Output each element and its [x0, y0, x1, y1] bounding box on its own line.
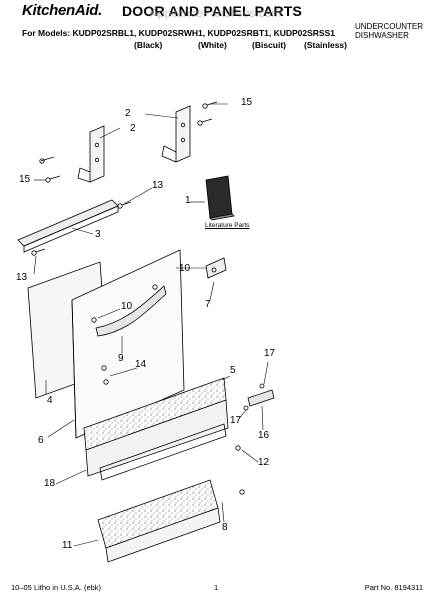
footer-litho: 10–05 Litho in U.S.A. (ebk)	[11, 583, 102, 592]
callout-8: 8	[222, 522, 228, 533]
watermark: AppliancePartsPros.com	[150, 6, 282, 20]
product-type-line1: UNDERCOUNTER	[355, 22, 423, 31]
footer-page-number: 1	[214, 583, 219, 592]
product-type-line2: DISHWASHER	[355, 31, 409, 40]
door-handle	[91, 284, 167, 337]
callout-15-left: 15	[19, 174, 31, 185]
right-hinge-bracket	[161, 105, 191, 163]
panel-clip	[205, 257, 227, 279]
callout-16: 16	[258, 430, 270, 441]
callout-17-top: 17	[264, 348, 276, 359]
callout-4: 4	[47, 395, 53, 406]
brand-logo: KitchenAid.	[22, 2, 103, 19]
handle-screws	[101, 365, 109, 385]
left-hinge-bracket	[77, 125, 105, 183]
literature-parts	[205, 175, 235, 221]
callout-13-top: 13	[152, 180, 164, 191]
models-line: For Models: KUDP02SRBL1, KUDP02SRWH1, KU…	[22, 28, 336, 38]
side-bracket	[243, 383, 275, 411]
callout-13-left: 13	[16, 272, 28, 283]
top-panel-strip	[17, 199, 119, 253]
kickplate-screws	[235, 445, 245, 495]
kickplate	[97, 479, 221, 563]
footer-part-number: Part No. 8194311	[364, 583, 423, 592]
product-type: UNDERCOUNTER DISHWASHER	[355, 22, 423, 40]
callout-11: 11	[62, 540, 73, 551]
toe-panel	[83, 377, 229, 481]
callout-2-right: 2	[125, 108, 131, 119]
callout-10-left: 10	[121, 301, 133, 312]
callout-7: 7	[205, 299, 211, 310]
callout-12: 12	[258, 457, 270, 468]
hinge-screws	[31, 101, 218, 256]
callout-17-bottom: 17	[230, 415, 242, 426]
literature-parts-label: Literature Parts	[205, 222, 250, 229]
color-biscuit: (Biscuit)	[252, 40, 286, 50]
callout-10-right: 10	[179, 263, 191, 274]
callout-18: 18	[44, 478, 56, 489]
color-white: (White)	[198, 40, 227, 50]
callout-9: 9	[118, 353, 124, 364]
callout-6: 6	[38, 435, 44, 446]
callout-3: 3	[95, 229, 101, 240]
color-black: (Black)	[134, 40, 163, 50]
callout-1: 1	[185, 195, 191, 206]
leader-lines	[33, 103, 269, 547]
callout-14: 14	[135, 359, 147, 370]
callout-5: 5	[230, 365, 236, 376]
callout-2-left: 2	[130, 123, 136, 134]
page-title: DOOR AND PANEL PARTS	[122, 3, 303, 19]
callout-15-top: 15	[241, 97, 253, 108]
color-stainless: (Stainless)	[304, 40, 347, 50]
